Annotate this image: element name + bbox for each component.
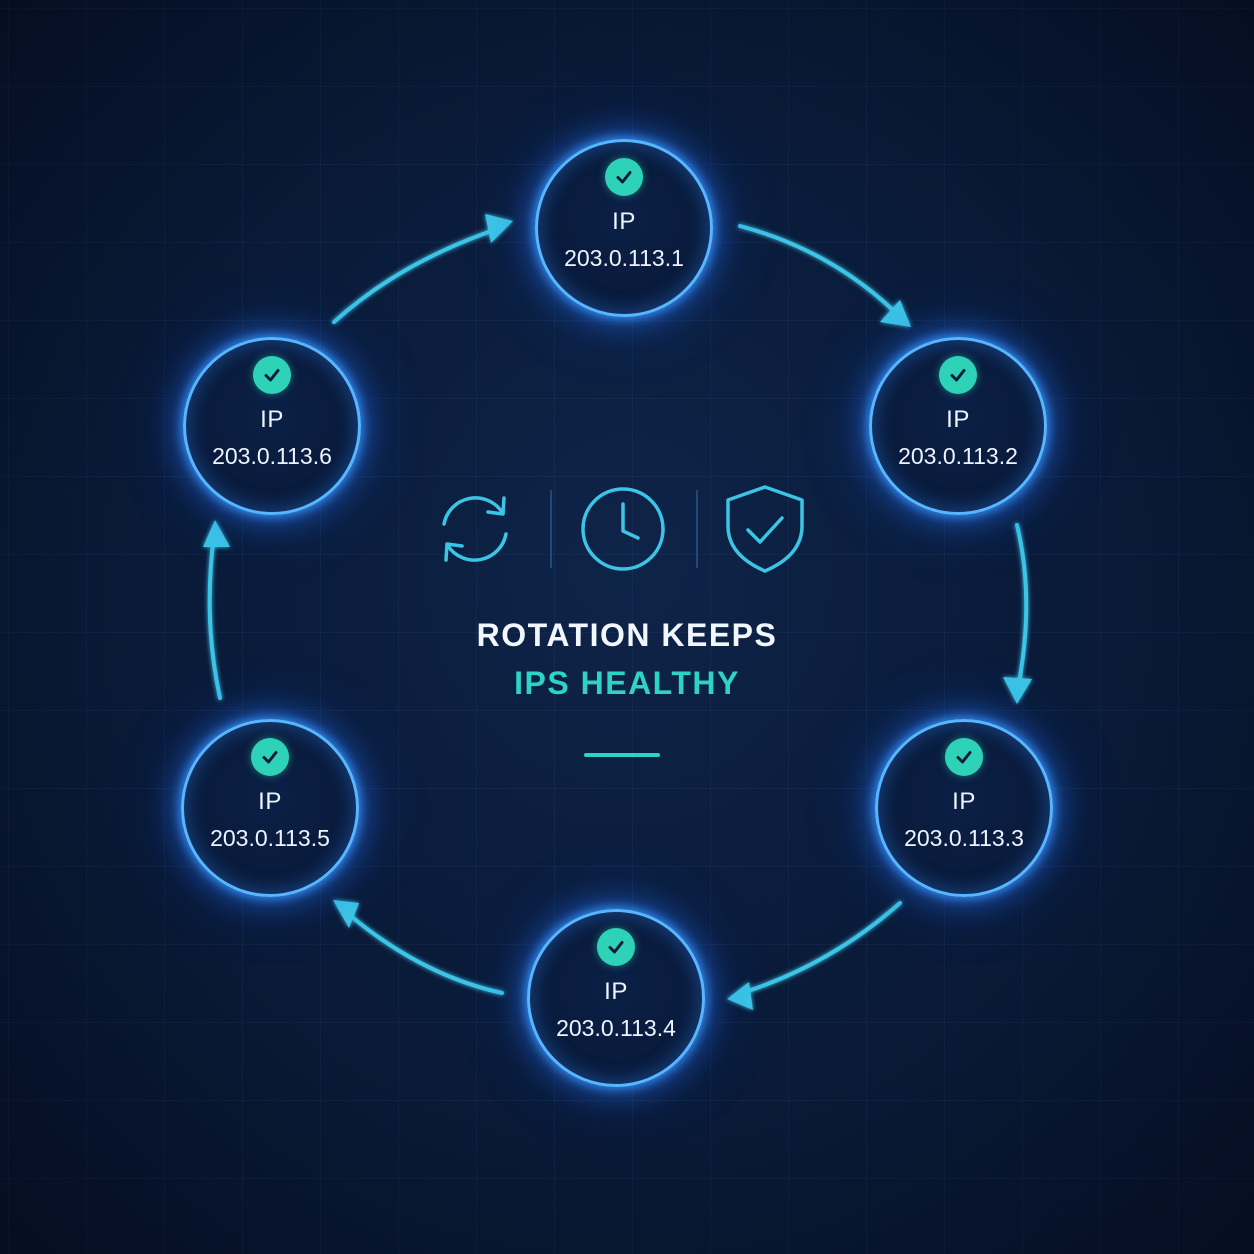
- node-label: IP: [260, 406, 284, 433]
- node-label: IP: [952, 788, 976, 815]
- ip-node-3[interactable]: IP 203.0.113.3: [875, 719, 1053, 897]
- node-label: IP: [612, 208, 636, 235]
- check-icon: [945, 738, 983, 776]
- node-label: IP: [258, 788, 282, 815]
- ip-node-4[interactable]: IP 203.0.113.4: [527, 909, 705, 1087]
- ip-node-5[interactable]: IP 203.0.113.5: [181, 719, 359, 897]
- clock-icon: [578, 484, 668, 574]
- refresh-icon: [430, 484, 520, 574]
- check-icon: [251, 738, 289, 776]
- arrowhead-6: [485, 214, 513, 243]
- check-icon: [939, 356, 977, 394]
- node-label: IP: [946, 406, 970, 433]
- icon-divider: [550, 490, 552, 568]
- arrow-6-to-1: [332, 226, 502, 324]
- node-label: IP: [604, 978, 628, 1005]
- ip-node-1[interactable]: IP 203.0.113.1: [535, 139, 713, 317]
- node-ip-address: 203.0.113.3: [904, 825, 1024, 851]
- arrowhead-5: [203, 520, 230, 547]
- center-title-line-1: ROTATION KEEPS: [476, 617, 778, 653]
- ip-node-6[interactable]: IP 203.0.113.6: [183, 337, 361, 515]
- title-underline: [584, 753, 660, 757]
- ip-node-2[interactable]: IP 203.0.113.2: [869, 337, 1047, 515]
- icon-divider: [696, 490, 698, 568]
- arrow-4-to-5: [344, 910, 504, 995]
- node-ip-address: 203.0.113.2: [898, 443, 1018, 469]
- arrow-2-to-3: [1015, 523, 1029, 690]
- arrow-1-to-2: [738, 224, 897, 314]
- center-icon-row: [430, 484, 810, 574]
- node-ip-address: 203.0.113.5: [210, 825, 330, 851]
- check-icon: [253, 356, 291, 394]
- shield-check-icon: [720, 484, 810, 574]
- arrowhead-4: [333, 900, 359, 928]
- node-ip-address: 203.0.113.1: [564, 245, 684, 271]
- center-title-line-2: IPS HEALTHY: [514, 665, 740, 701]
- arrow-3-to-4: [740, 901, 902, 995]
- check-icon: [605, 158, 643, 196]
- arrowhead-3: [727, 982, 753, 1010]
- node-ip-address: 203.0.113.6: [212, 443, 332, 469]
- node-ip-address: 203.0.113.4: [556, 1015, 676, 1041]
- check-icon: [597, 928, 635, 966]
